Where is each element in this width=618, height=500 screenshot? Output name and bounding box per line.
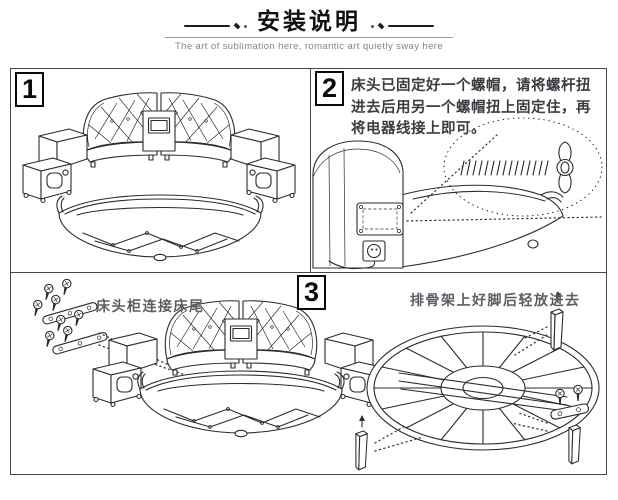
- left-ornament-divider: [184, 22, 247, 30]
- right-stools-drawing: [230, 128, 296, 204]
- bed-rail-drawing: [400, 184, 564, 268]
- headboard-drawing: [83, 93, 234, 167]
- power-cable: [328, 260, 376, 270]
- threaded-bolt-icon: [460, 160, 549, 176]
- bolt-wing-nut-detail: [443, 117, 603, 217]
- step-3-panel: 3 床头柜连接床尾 排骨架上好脚后轻放进去: [10, 272, 607, 475]
- connector-screws-icon: [30, 277, 108, 355]
- step-2-panel: 2 床头已固定好一个螺帽，请将螺杆扭进去后用另一个螺帽扭上固定住，再将电器线接上…: [310, 68, 607, 273]
- assembled-bed-drawing: [92, 301, 390, 438]
- slat-frame-drawing: [366, 325, 600, 451]
- power-outlet-icon: [328, 240, 386, 270]
- header: 安装说明 The art of sublimation here, romant…: [0, 6, 618, 54]
- round-base-drawing: [56, 194, 264, 262]
- nightstand-caption: 床头柜连接床尾: [96, 298, 205, 314]
- leader-line: [514, 326, 548, 356]
- step-1-panel: 1: [10, 68, 311, 273]
- step-2-instruction-text: 床头已固定好一个螺帽，请将螺杆扭进去后用另一个螺帽扭上固定住，再将电器线接上即可…: [351, 78, 591, 137]
- mounting-plate-icon: [356, 202, 404, 236]
- assembled-bed-and-slat-frame-drawing: [30, 277, 600, 471]
- leader-line: [374, 424, 424, 452]
- step-1-number-badge: 1: [15, 72, 44, 107]
- page-title: 安装说明: [257, 8, 361, 34]
- step-2-number-badge: 2: [315, 71, 344, 106]
- exploded-round-bed-drawing: [22, 69, 296, 262]
- leader-line: [410, 134, 498, 214]
- right-ornament-divider: [371, 22, 434, 30]
- leader-line: [510, 412, 548, 432]
- leg-icon: [355, 414, 368, 471]
- step-3-number-badge: 3: [297, 275, 326, 310]
- headboard-rear-bolt-detail-drawing: [312, 117, 603, 270]
- wing-nut-icon: [556, 141, 574, 194]
- left-stools-drawing: [22, 128, 88, 204]
- round-base-drawing: [137, 370, 345, 438]
- slat-frame-caption: 排骨架上好脚后轻放进去: [410, 292, 581, 308]
- dashed-detail-circle: [443, 117, 603, 217]
- subtitle: The art of sublimation here, romantic ar…: [164, 37, 454, 52]
- leg-bracket-icon: [550, 384, 590, 465]
- leader-line: [406, 216, 602, 222]
